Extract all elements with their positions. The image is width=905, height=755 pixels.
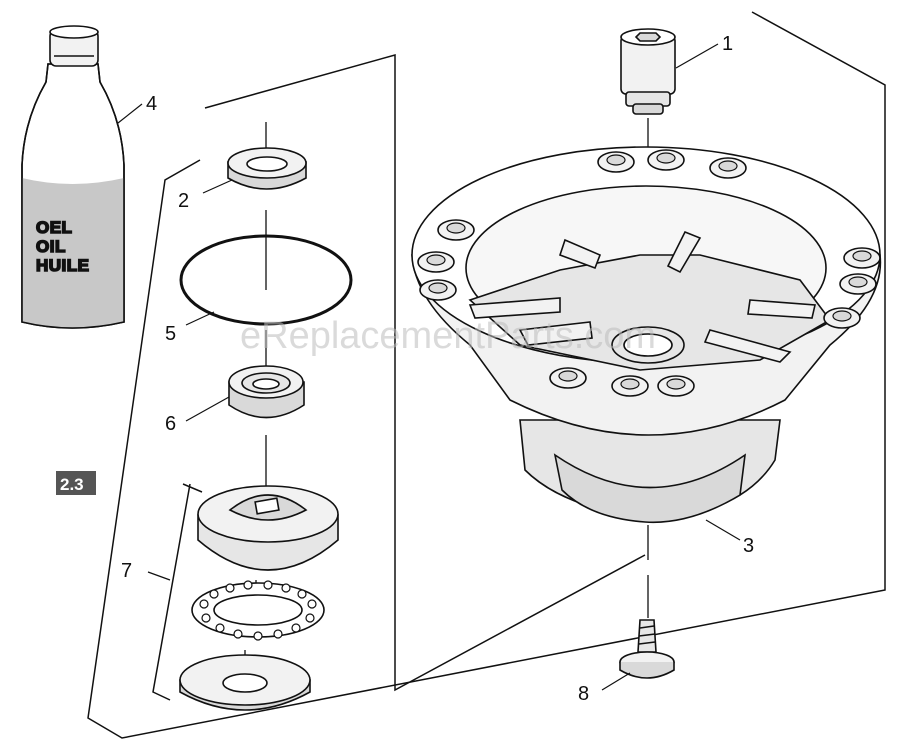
bottle-label-line1: OEL [36,218,72,237]
flange-screw-part [619,619,675,679]
leader-lines [117,43,741,691]
o-ring-part [179,234,353,326]
bracket-7 [152,483,191,701]
thrust-bearing-set [179,485,339,711]
assembly-boundary-lines [87,11,886,739]
inner-boundary [204,54,646,692]
callout-8: 8 [578,683,589,705]
section-badge-label: 2.3 [60,475,84,494]
bracket-7-top [182,483,203,493]
plug-screw-part [620,28,676,115]
callout-4: 4 [146,93,157,115]
ball-bearing-part [228,365,305,419]
bottle-label-line2: OIL [36,237,66,256]
callout-5: 5 [165,323,176,345]
outer-boundary [87,11,886,739]
watermark: eReplacementParts.com [240,315,656,357]
callout-1: 1 [722,33,733,55]
callout-3: 3 [743,535,754,557]
bottle-label-line3: HUILE [36,256,90,275]
thrust-washer [179,654,311,711]
callout-6: 6 [165,413,176,435]
callout-7: 7 [121,560,132,582]
housing-bolt-bosses [417,149,881,397]
housing-ribs [468,230,816,363]
callout-2: 2 [178,190,189,212]
section-badge: 2.3 [56,471,96,495]
oil-bottle-part: OEL OIL HUILE [21,25,125,329]
flange-housing-part [411,146,882,524]
needle-cage [191,580,325,641]
seal-ring-part [227,147,307,190]
